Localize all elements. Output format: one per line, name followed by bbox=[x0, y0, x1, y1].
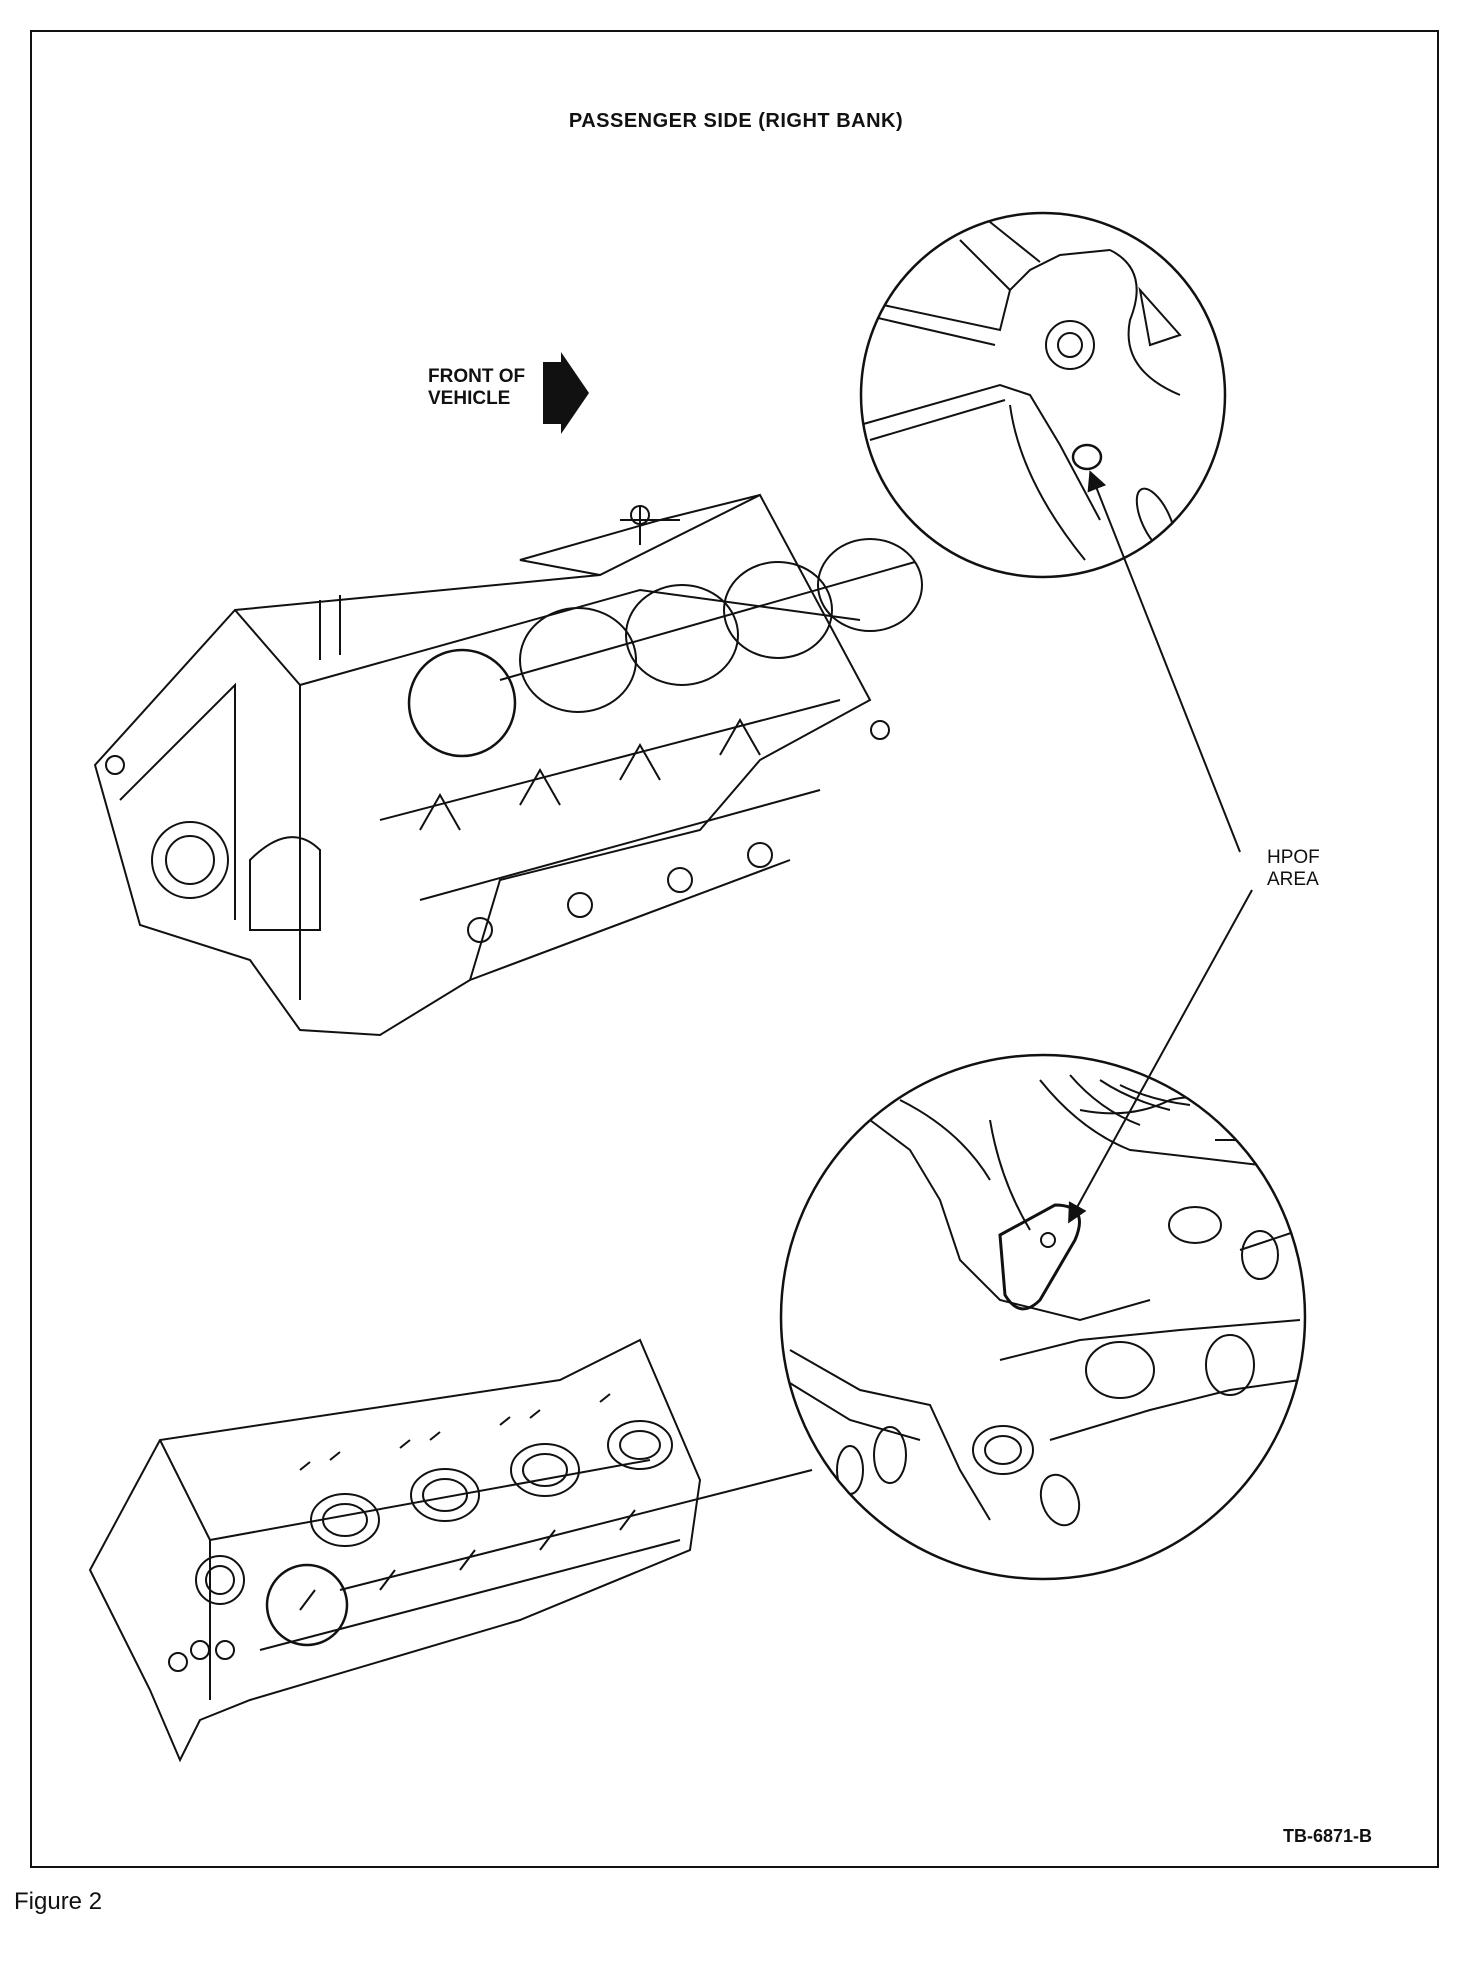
figure-title: PASSENGER SIDE (RIGHT BANK) bbox=[568, 110, 904, 132]
magnifier-leader-lines bbox=[339, 561, 916, 1591]
hpof-label-line2: AREA bbox=[1267, 869, 1319, 890]
front-label-line2: VEHICLE bbox=[428, 388, 511, 409]
front-label-line1: FRONT OF bbox=[428, 366, 526, 387]
magnified-view-block bbox=[859, 211, 1227, 579]
hpof-area-label: HPOF AREA bbox=[1267, 847, 1320, 891]
figure-caption: Figure 2 bbox=[14, 1888, 103, 1915]
figure-frame bbox=[30, 30, 1439, 1868]
reference-code: TB-6871-B bbox=[1283, 1826, 1373, 1846]
arrow-right-icon bbox=[543, 352, 589, 434]
magnified-view-head bbox=[779, 1053, 1307, 1581]
front-of-vehicle-label: FRONT OF VEHICLE bbox=[428, 366, 525, 410]
hpof-label-line1: HPOF bbox=[1267, 847, 1320, 868]
engine-block-illustration bbox=[93, 493, 923, 1037]
hpof-callout-arrows bbox=[1068, 470, 1253, 1224]
cylinder-head-illustration bbox=[88, 1338, 702, 1763]
